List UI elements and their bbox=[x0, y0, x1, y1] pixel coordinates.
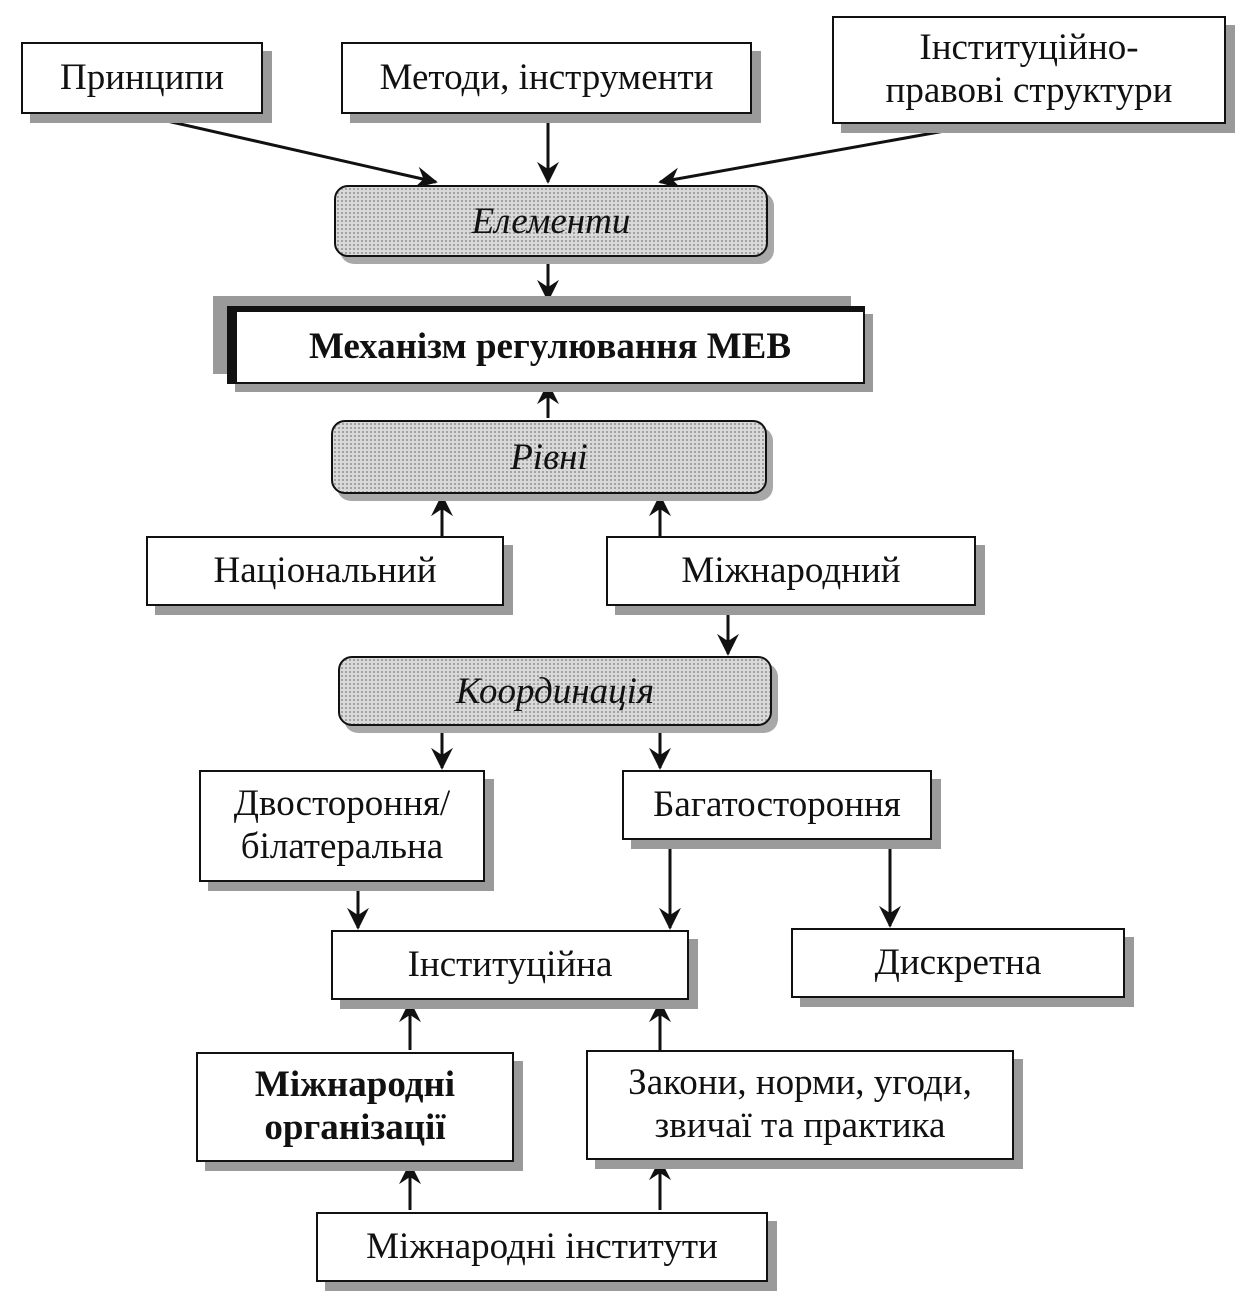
institutional-label: Інституційна bbox=[407, 943, 613, 985]
national-box: Національний bbox=[146, 536, 504, 606]
arrow-principles-to-elements bbox=[144, 114, 438, 189]
arrow-structures-to-elements bbox=[658, 128, 951, 190]
multilateral-box: Багатостороння bbox=[622, 770, 932, 840]
principles-label: Принципи bbox=[59, 56, 225, 98]
coordination-box: Координація bbox=[338, 656, 772, 726]
levels-box: Рівні bbox=[331, 420, 767, 494]
laws-norms-box: Закони, норми, угоди, звичаї та практика bbox=[586, 1050, 1014, 1160]
intl-institutes-box: Міжнародні інститути bbox=[316, 1212, 768, 1282]
laws-norms-label: Закони, норми, угоди, звичаї та практика bbox=[628, 1062, 972, 1146]
elements-box: Елементи bbox=[334, 185, 768, 257]
discrete-box: Дискретна bbox=[791, 928, 1125, 998]
bilateral-box: Двостороння/ білатеральна bbox=[199, 770, 485, 882]
bilateral-label: Двостороння/ білатеральна bbox=[233, 783, 451, 867]
national-label: Національний bbox=[213, 549, 437, 591]
institutional-legal-structures-label: Інституційно- правові структури bbox=[885, 27, 1173, 111]
principles-box: Принципи bbox=[21, 42, 263, 114]
intl-organizations-box: Міжнародні організації bbox=[196, 1052, 514, 1162]
international-box: Міжнародний bbox=[606, 536, 976, 606]
mechanism-label: Механізм регулювання МЕВ bbox=[308, 325, 792, 367]
discrete-label: Дискретна bbox=[874, 941, 1042, 983]
elements-label: Елементи bbox=[471, 200, 631, 242]
intl-institutes-label: Міжнародні інститути bbox=[366, 1225, 718, 1267]
levels-label: Рівні bbox=[510, 436, 588, 478]
methods-label: Методи, інструменти bbox=[379, 56, 714, 98]
institutional-box: Інституційна bbox=[331, 930, 689, 1000]
intl-organizations-label: Міжнародні організації bbox=[254, 1064, 456, 1148]
international-label: Міжнародний bbox=[681, 549, 901, 591]
methods-box: Методи, інструменти bbox=[341, 42, 752, 114]
mechanism-box: Механізм регулювання МЕВ bbox=[227, 306, 865, 384]
institutional-legal-structures-box: Інституційно- правові структури bbox=[832, 16, 1226, 124]
coordination-label: Координація bbox=[455, 670, 655, 712]
multilateral-label: Багатостороння bbox=[653, 783, 901, 825]
